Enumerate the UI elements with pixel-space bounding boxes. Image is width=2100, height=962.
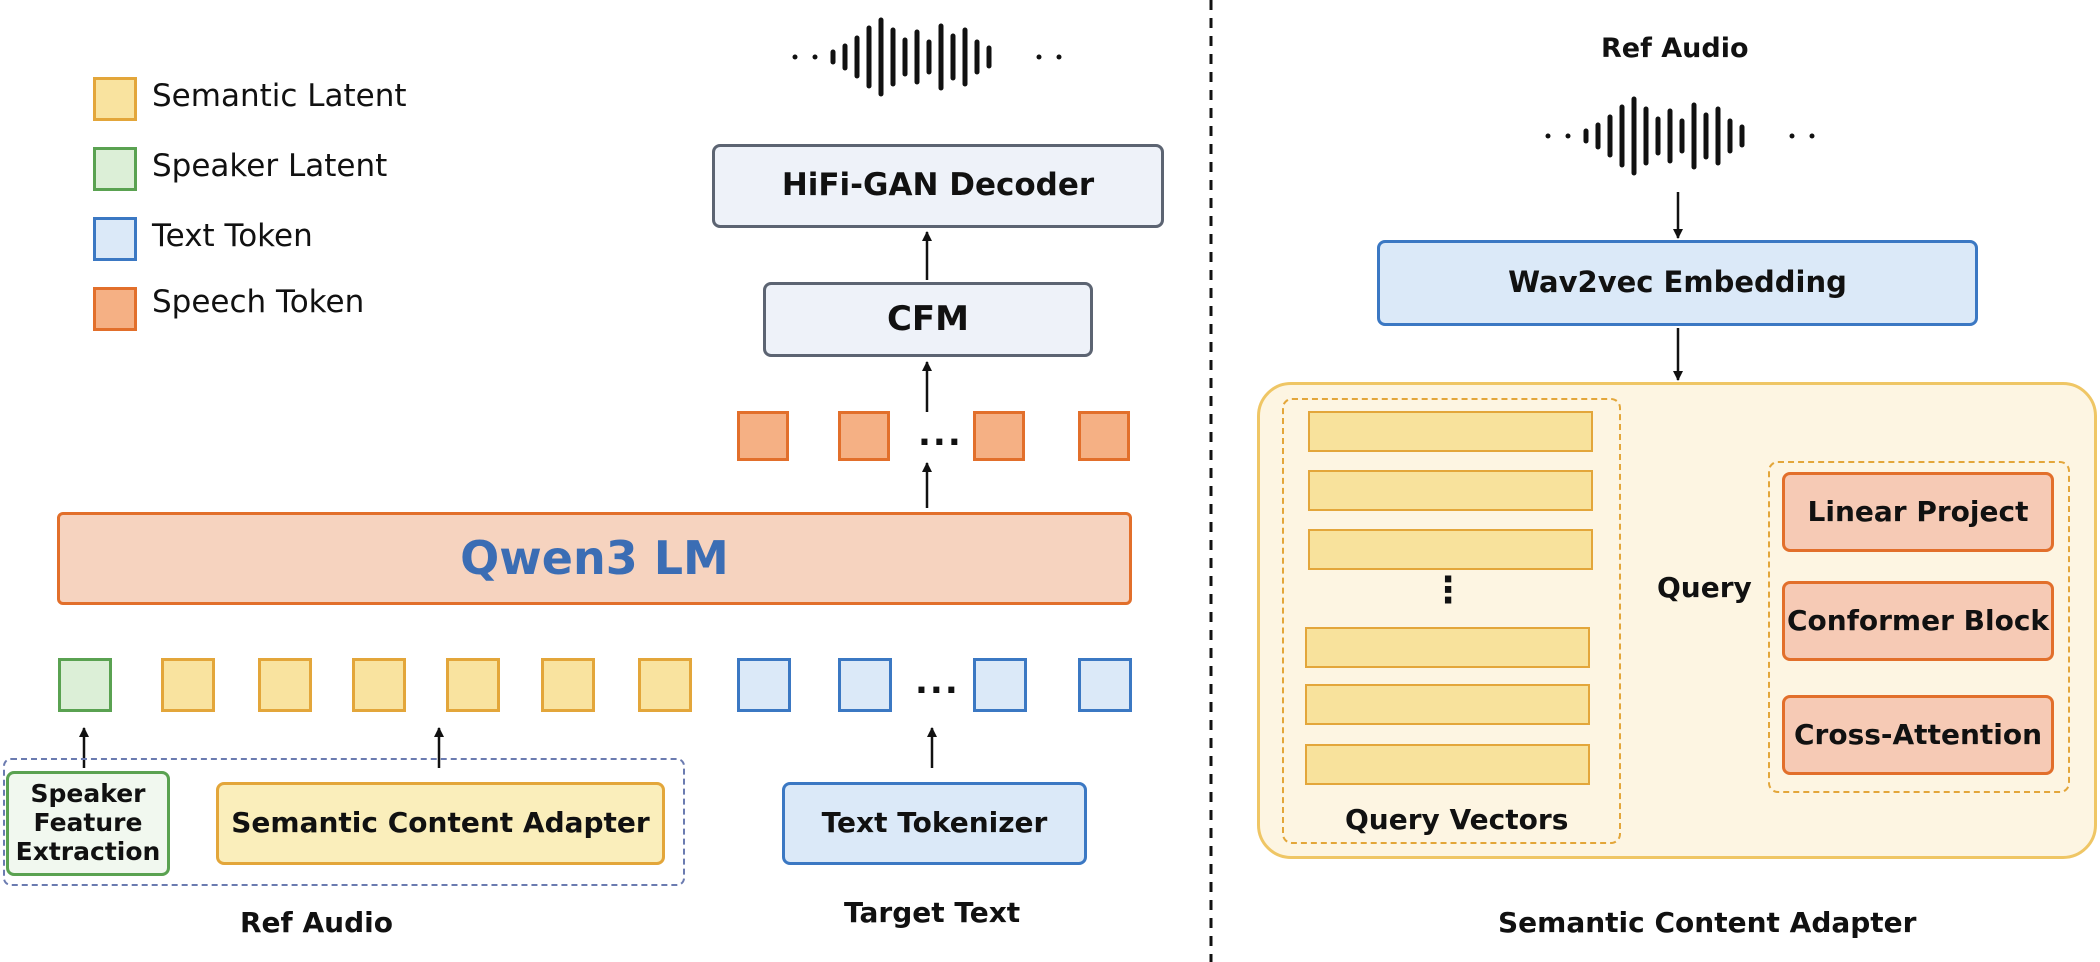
semantic-latent-token (541, 658, 595, 712)
legend-semantic-swatch (93, 77, 137, 121)
query-vector-ellipsis: ⋮ (1430, 570, 1466, 611)
query-vector (1305, 684, 1590, 725)
semantic-latent-token (638, 658, 692, 712)
speech-token-ellipsis: ... (918, 414, 963, 454)
ref-audio-title: Ref Audio (1601, 33, 1749, 64)
legend-text-label: Text Token (152, 218, 313, 254)
waveform-icon-output (792, 17, 1062, 97)
text-tokenizer-box: Text Tokenizer (782, 782, 1087, 865)
hifigan-decoder-box: HiFi-GAN Decoder (712, 144, 1164, 228)
semantic-latent-token (258, 658, 312, 712)
cfm-box: CFM (763, 282, 1093, 357)
query-vector (1305, 627, 1590, 668)
text-token (1078, 658, 1132, 712)
semantic-content-adapter-box: Semantic Content Adapter (216, 782, 665, 865)
speech-token (1078, 411, 1130, 461)
linear-project-box: Linear Project (1782, 472, 2054, 552)
legend-speech-label: Speech Token (152, 284, 365, 320)
text-token (838, 658, 892, 712)
semantic-latent-token (161, 658, 215, 712)
semantic-content-adapter-caption: Semantic Content Adapter (1498, 906, 1917, 939)
legend-speaker-swatch (93, 147, 137, 191)
query-vector (1308, 529, 1593, 570)
wav2vec-embedding-box: Wav2vec Embedding (1377, 240, 1978, 326)
speech-token (973, 411, 1025, 461)
speech-token (737, 411, 789, 461)
target-text-caption: Target Text (844, 896, 1021, 929)
text-token (973, 658, 1027, 712)
ref-audio-caption: Ref Audio (240, 906, 393, 939)
waveform-icon-ref (1545, 96, 1815, 176)
query-vectors-label: Query Vectors (1345, 803, 1569, 836)
query-vector (1308, 411, 1593, 452)
text-token-ellipsis: ... (915, 662, 960, 702)
speaker-latent-token (58, 658, 112, 712)
speech-token (838, 411, 890, 461)
legend-speech-swatch (93, 287, 137, 331)
query-vectors-group (1282, 398, 1621, 844)
conformer-block-box: Conformer Block (1782, 581, 2054, 661)
adapter-layers-group (1768, 461, 2070, 793)
query-vector (1308, 470, 1593, 511)
cross-attention-box: Cross-Attention (1782, 695, 2054, 775)
legend-semantic-label: Semantic Latent (152, 78, 407, 114)
qwen3-lm-box: Qwen3 LM (57, 512, 1132, 605)
legend-text-swatch (93, 217, 137, 261)
text-token (737, 658, 791, 712)
query-label: Query (1657, 571, 1752, 604)
semantic-latent-token (446, 658, 500, 712)
legend-speaker-label: Speaker Latent (152, 148, 388, 184)
query-vector (1305, 744, 1590, 785)
speaker-feature-extraction-box: Speaker Feature Extraction (6, 771, 170, 876)
semantic-latent-token (352, 658, 406, 712)
ref-audio-group (3, 758, 685, 886)
